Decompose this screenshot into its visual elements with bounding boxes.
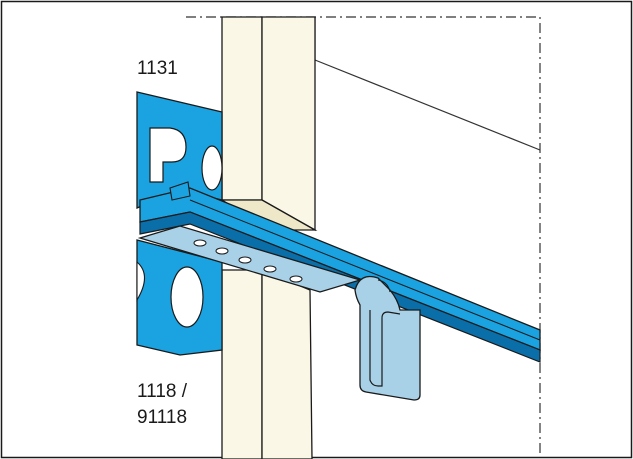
post-lower bbox=[221, 269, 313, 459]
bracket-1118 bbox=[136, 239, 223, 356]
label-1131: 1131 bbox=[137, 58, 178, 79]
plate-hole-3 bbox=[238, 256, 252, 264]
panel-edge-top bbox=[314, 59, 541, 151]
clip-hook-icon bbox=[354, 275, 421, 401]
plate-hole-1 bbox=[193, 239, 207, 247]
cutout-p-shape bbox=[149, 127, 187, 183]
cutout-oval-upper bbox=[201, 145, 223, 191]
cutout-edge-notch bbox=[136, 260, 146, 302]
cutaway-outline bbox=[186, 16, 541, 457]
plate-hole-5 bbox=[289, 275, 303, 283]
label-91118: 91118 bbox=[137, 407, 187, 428]
label-1118: 1118 / bbox=[137, 381, 188, 402]
bracket-1131 bbox=[136, 91, 223, 209]
plate-hole-4 bbox=[263, 265, 277, 273]
rail bbox=[139, 181, 541, 363]
plate-hole-2 bbox=[215, 247, 229, 255]
perforated-plate bbox=[137, 225, 363, 293]
post-upper bbox=[219, 16, 318, 232]
cutout-oval-lower bbox=[170, 266, 204, 328]
